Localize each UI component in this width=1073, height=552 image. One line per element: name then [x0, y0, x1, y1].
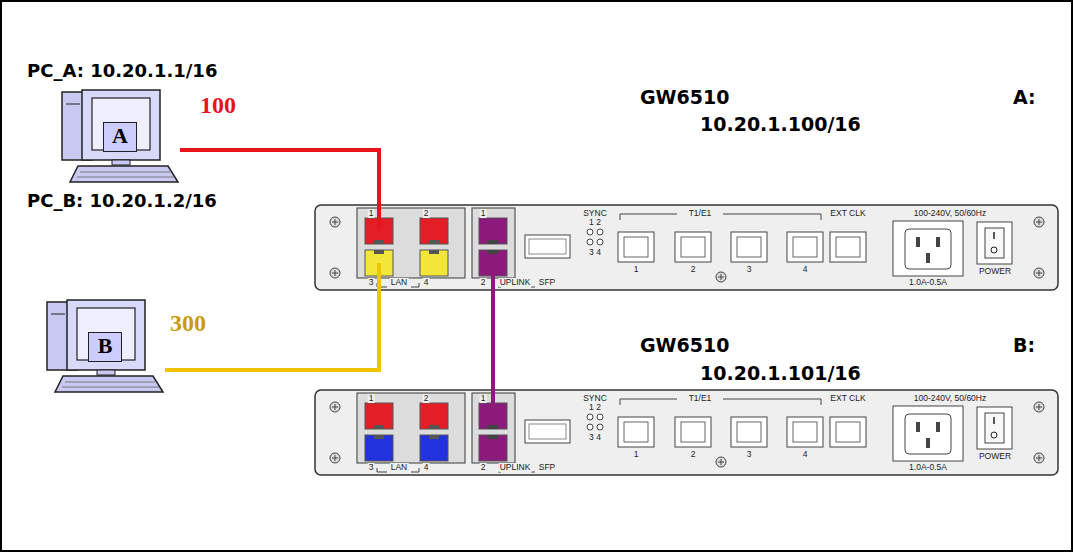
drawing-part	[374, 250, 384, 254]
panel-label: 1	[480, 394, 487, 403]
panel-label: SYNC	[582, 394, 608, 403]
panel-label: 1	[633, 265, 640, 274]
vlan-number: 100	[200, 92, 236, 119]
panel-label: 2	[480, 463, 487, 472]
panel-label: 3	[746, 265, 753, 274]
panel-label: 1	[633, 450, 640, 459]
panel-label: 1 2	[588, 403, 602, 412]
panel-label: 2	[423, 394, 430, 403]
pc-icon: A	[60, 88, 180, 185]
ip-label: PC_A: 10.20.1.1/16	[27, 60, 217, 81]
drawing-part	[429, 435, 439, 439]
drawing-part	[62, 90, 178, 182]
device-name: GW6510	[640, 86, 729, 108]
panel-label: 3 4	[588, 433, 602, 442]
panel-label: 1.0A-0.5A	[908, 278, 948, 287]
panel-label: 3	[368, 463, 375, 472]
drawing-part	[374, 435, 384, 439]
panel-label: 3 4	[588, 248, 602, 257]
panel-label: 1	[368, 394, 375, 403]
panel-label: POWER	[978, 452, 1012, 461]
panel-label: 4	[802, 450, 809, 459]
device-name: GW6510	[640, 334, 729, 356]
drawing-part	[315, 390, 1058, 475]
panel-label: POWER	[978, 267, 1012, 276]
panel-label: 1	[480, 209, 487, 218]
drawing-part	[429, 250, 439, 254]
panel-label: 4	[802, 265, 809, 274]
drawing-part	[420, 435, 448, 461]
ip-address: 10.20.1.101/16	[700, 362, 861, 384]
drawing-part	[365, 435, 393, 461]
gateway-panel: GW6510A:10.20.1.100/1612134LAN2UPLINKSFP…	[315, 205, 1058, 290]
panel-label: UPLINK	[499, 463, 532, 472]
pc-letter: B	[88, 332, 122, 362]
panel-label: T1/E1	[688, 394, 713, 403]
panel-label: T1/E1	[688, 209, 713, 218]
panel-label: 1	[368, 209, 375, 218]
drawing-part	[315, 205, 1058, 290]
panel-label: 3	[746, 450, 753, 459]
ip-label: PC_B: 10.20.1.2/16	[27, 190, 217, 211]
panel-label: 3	[368, 278, 375, 287]
panel-label: 2	[480, 278, 487, 287]
pc-icon: B	[45, 298, 165, 395]
device-name: A:	[1013, 86, 1036, 108]
panel-label: 2	[690, 450, 697, 459]
panel-label: 1 2	[588, 218, 602, 227]
panel-label: 4	[423, 278, 430, 287]
panel-label: 1.0A-0.5A	[908, 463, 948, 472]
panel-label: SFP	[538, 463, 557, 472]
panel-label: 100-240V, 50/60Hz	[913, 394, 987, 403]
drawing-part	[420, 250, 448, 276]
ip-address: 10.20.1.100/16	[700, 113, 861, 135]
panel-label: SFP	[538, 278, 557, 287]
gateway-panel: GW6510B:10.20.1.101/1612134LAN2UPLINKSFP…	[315, 390, 1058, 475]
panel-label: 2	[690, 265, 697, 274]
device-name: B:	[1013, 334, 1035, 356]
panel-label: EXT CLK	[829, 209, 866, 218]
pc-letter: A	[103, 122, 137, 152]
panel-label: EXT CLK	[829, 394, 866, 403]
panel-label: LAN	[390, 463, 409, 472]
panel-label: 100-240V, 50/60Hz	[913, 209, 987, 218]
network-cable	[165, 263, 379, 370]
panel-label: 4	[423, 463, 430, 472]
panel-label: UPLINK	[499, 278, 532, 287]
panel-label: LAN	[390, 278, 409, 287]
network-cable	[491, 263, 495, 416]
panel-label: 2	[423, 209, 430, 218]
drawing-part	[47, 300, 163, 392]
panel-label: SYNC	[582, 209, 608, 218]
vlan-number: 300	[170, 310, 206, 337]
